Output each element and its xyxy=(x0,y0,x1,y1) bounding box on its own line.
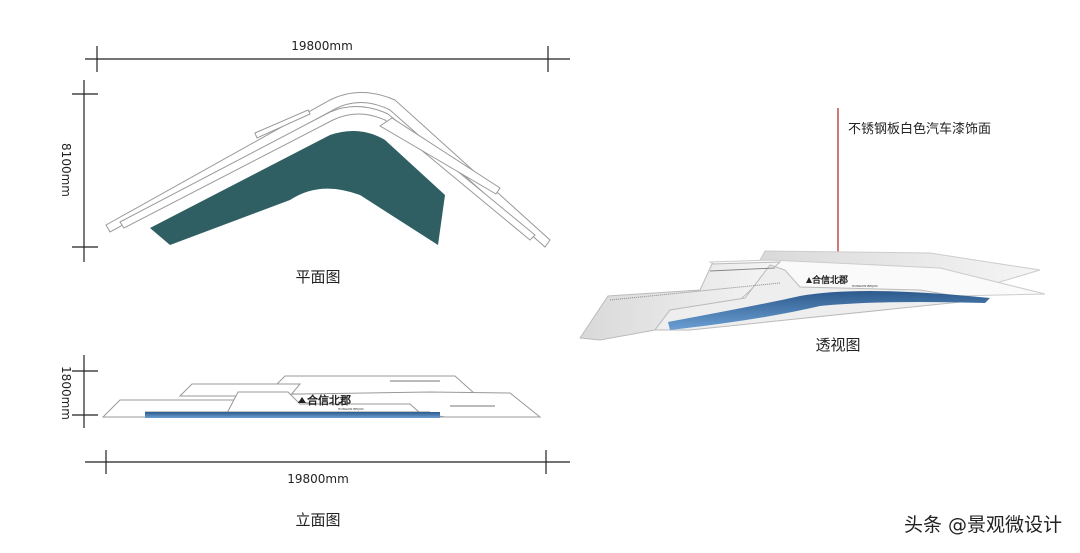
elevation-sign-text: 合信北郡 xyxy=(307,393,351,407)
elevation-sign-subtext: HONGXIN BEIJUN xyxy=(338,407,364,411)
plan-width-dimension: 19800mm xyxy=(85,39,570,72)
perspective-view: 不锈钢板白色汽车漆饰面 合信北郡 HONGXIN BEIJUN 透视图 xyxy=(579,108,1046,354)
elevation-panels xyxy=(101,375,542,418)
plan-planting-area xyxy=(150,131,445,245)
plan-depth-dimension: 8100mm xyxy=(59,80,98,262)
perspective-water-feature xyxy=(668,290,990,330)
logo-icon xyxy=(806,277,812,283)
logo-icon xyxy=(298,397,306,403)
elevation-width-label: 19800mm xyxy=(287,472,349,486)
plan-outline-bands xyxy=(105,92,551,248)
watermark: 头条 @景观微设计 xyxy=(904,514,1062,536)
plan-caption: 平面图 xyxy=(295,268,340,286)
elevation-water-feature xyxy=(145,412,440,418)
plan-depth-label: 8100mm xyxy=(59,143,73,197)
plan-width-label: 19800mm xyxy=(291,39,353,53)
elevation-view: 1800mm 合信北郡 HONGXIN BEIJUN 19800mm 立面图 xyxy=(59,355,570,529)
perspective-sign-subtext: HONGXIN BEIJUN xyxy=(852,284,878,288)
elevation-height-label: 1800mm xyxy=(59,366,73,420)
plan-view: 19800mm 8100mm 平面图 xyxy=(59,39,570,286)
elevation-caption: 立面图 xyxy=(295,511,340,529)
elevation-height-dimension: 1800mm xyxy=(59,355,98,428)
perspective-caption: 透视图 xyxy=(815,336,860,354)
perspective-sign-text: 合信北郡 xyxy=(812,274,848,286)
material-annotation: 不锈钢板白色汽车漆饰面 xyxy=(848,121,991,137)
elevation-width-dimension: 19800mm xyxy=(85,450,570,486)
